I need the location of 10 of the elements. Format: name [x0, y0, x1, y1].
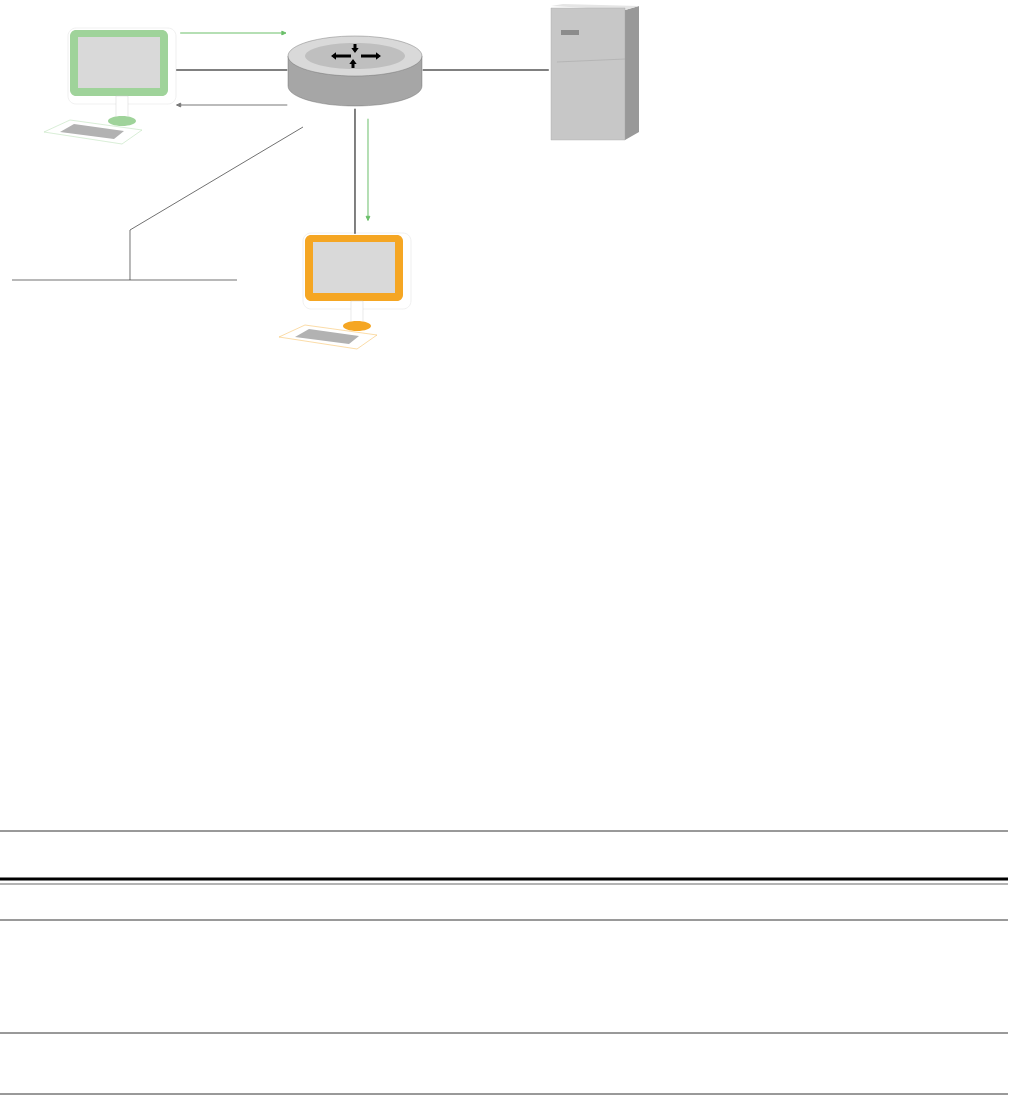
server-drawing [550, 4, 639, 141]
computer-drawing [43, 27, 177, 145]
router-drawing [287, 35, 423, 107]
connector-line [175, 69, 288, 71]
arrow [365, 118, 371, 221]
connector-line [354, 108, 356, 235]
computer-drawing [278, 232, 412, 350]
connector-line [422, 69, 550, 71]
arrow [176, 102, 288, 108]
arrow [179, 30, 287, 36]
